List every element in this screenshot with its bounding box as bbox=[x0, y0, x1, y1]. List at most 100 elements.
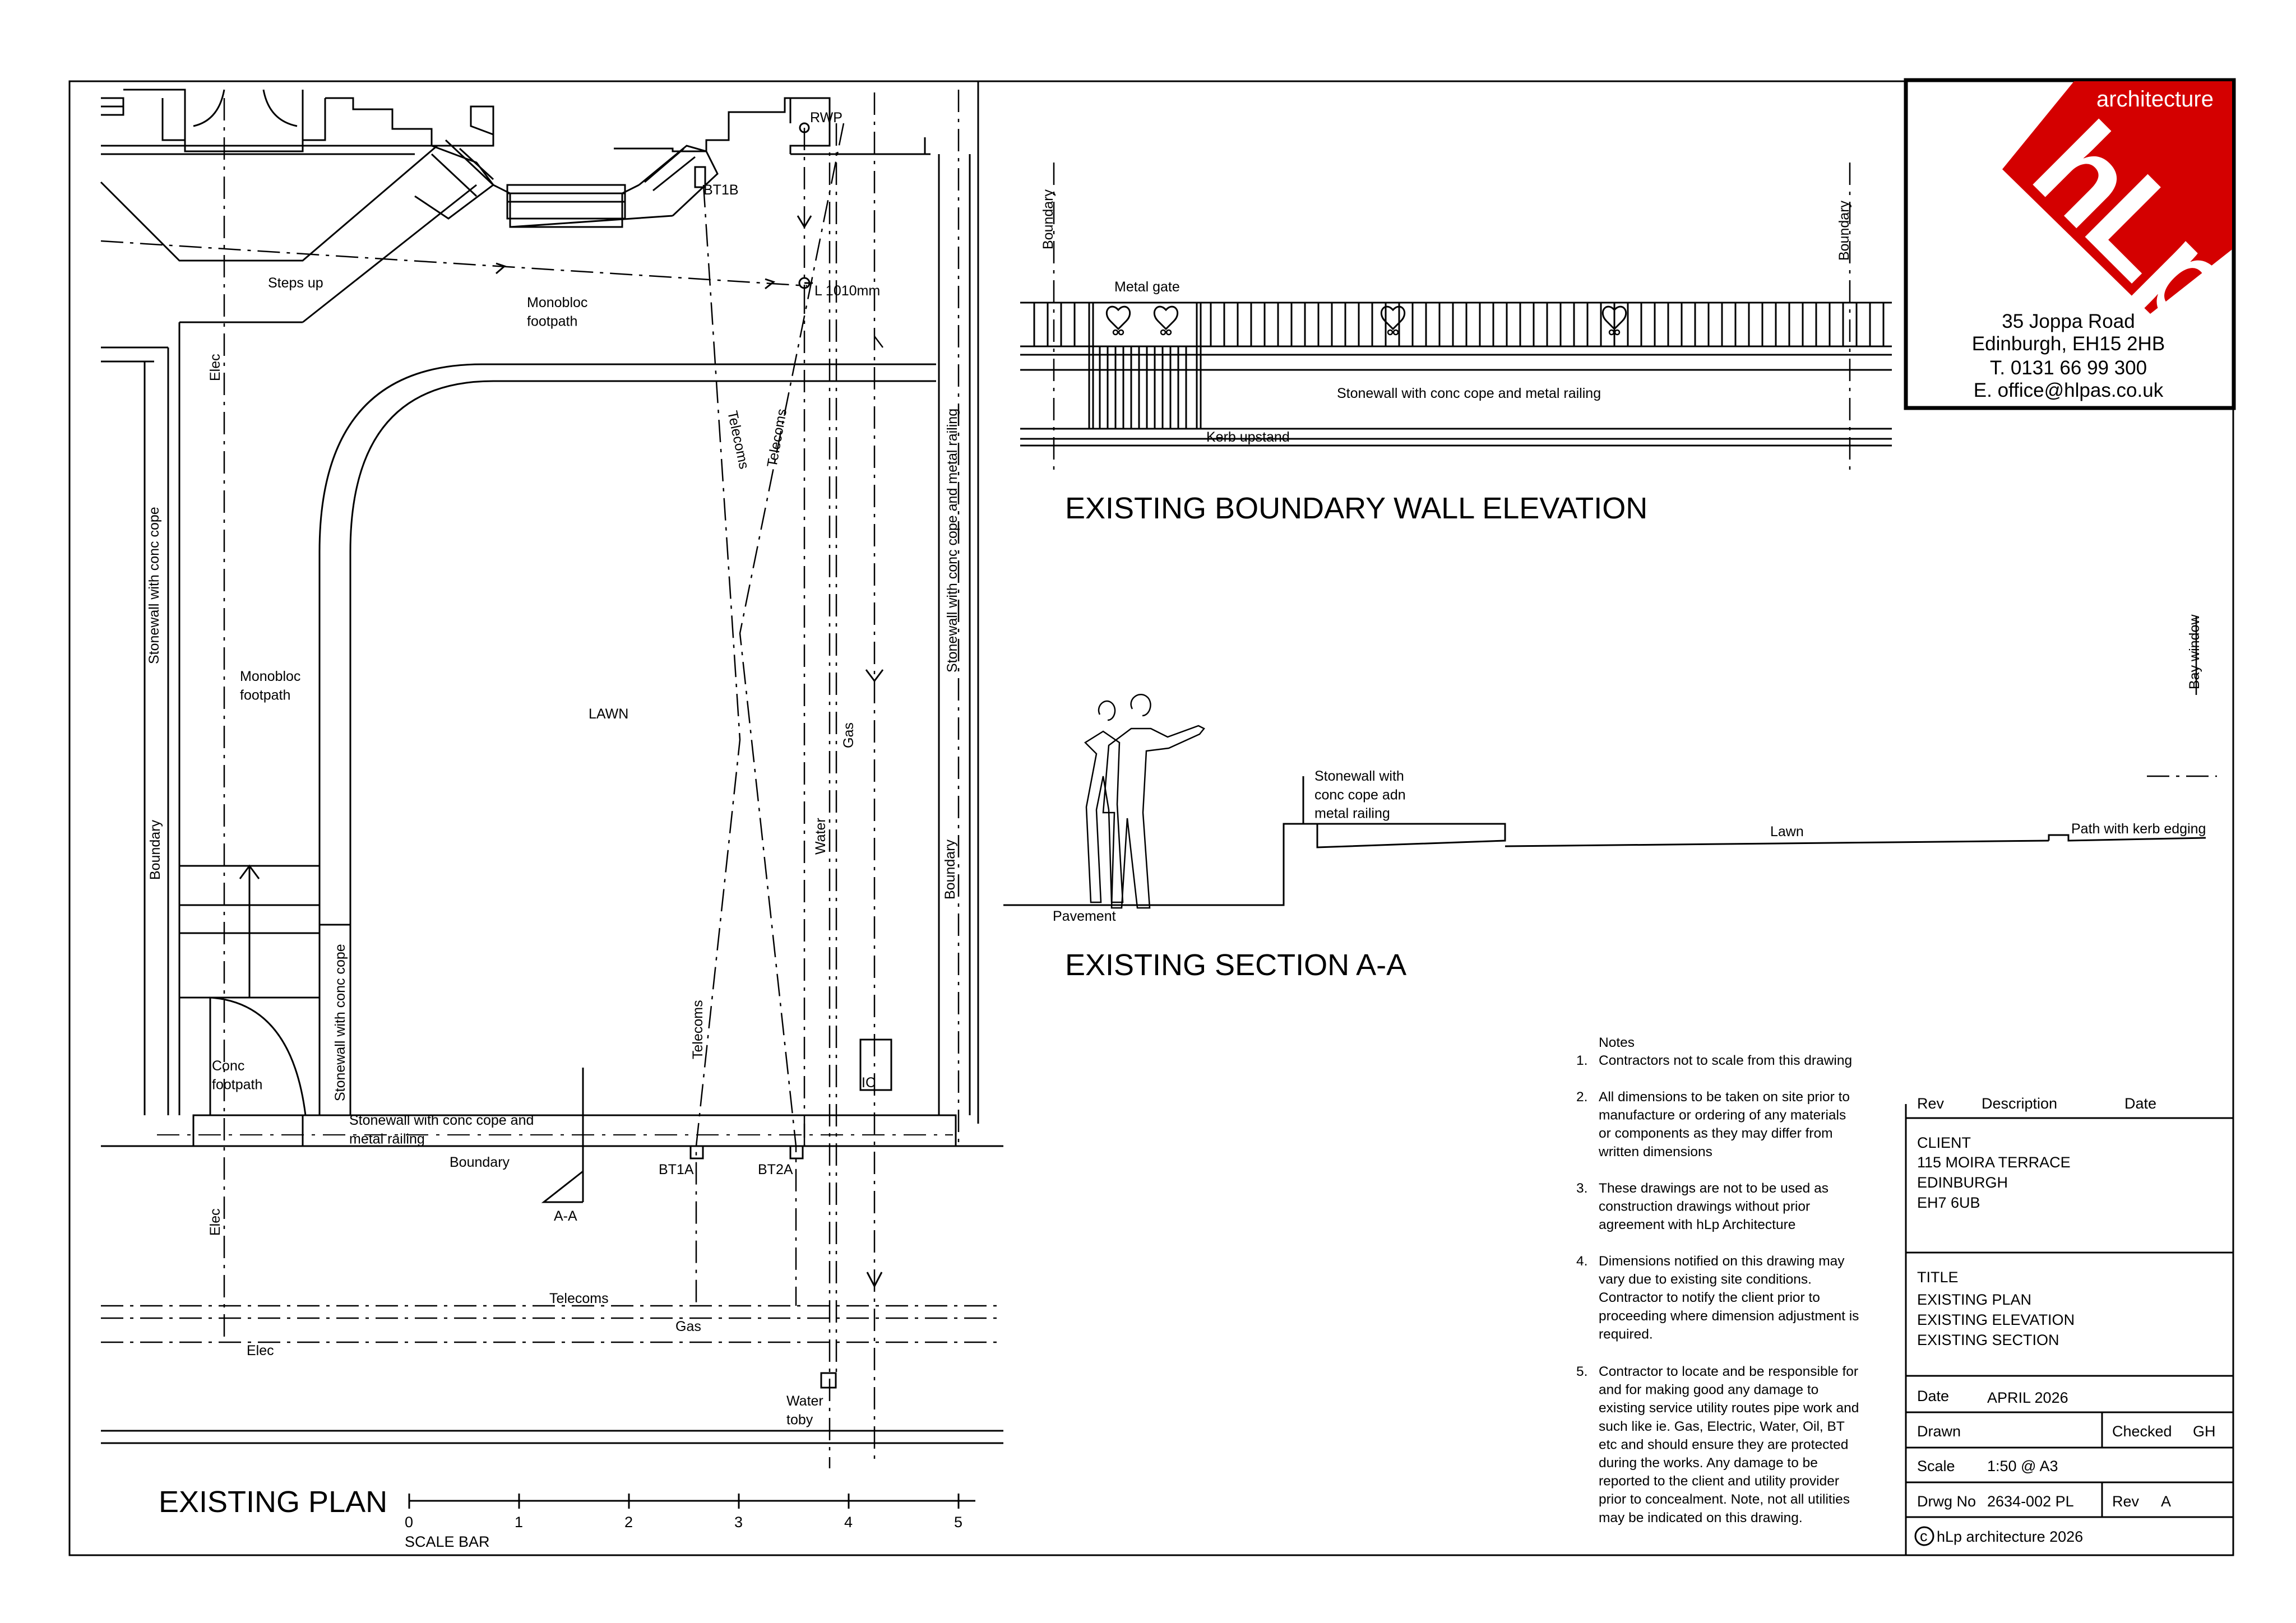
section-title: EXISTING SECTION A-A bbox=[1065, 948, 1406, 982]
label-telecoms-h: Telecoms bbox=[549, 1291, 609, 1306]
scale-tick-2: 2 bbox=[624, 1514, 633, 1531]
tb-scale-label: Scale bbox=[1917, 1458, 1955, 1474]
bay-windows bbox=[414, 139, 719, 228]
title-block-text: Rev Description Date CLIENT 115 MOIRA TE… bbox=[1917, 1095, 2216, 1545]
existing-plan bbox=[100, 89, 1003, 1444]
elevation-title: EXISTING BOUNDARY WALL ELEVATION bbox=[1065, 491, 1647, 525]
title-block bbox=[1905, 1104, 2234, 1555]
notes: Notes 1. Contractors not to scale from t… bbox=[1576, 1035, 1859, 1525]
label-lawn: LAWN bbox=[589, 706, 628, 722]
service-lines bbox=[100, 90, 1003, 1468]
tb-drawn-label: Drawn bbox=[1917, 1423, 1961, 1440]
scale-tick-3: 3 bbox=[734, 1514, 743, 1531]
scale-tick-4: 4 bbox=[844, 1514, 853, 1531]
label-telecoms-d2: Telecoms bbox=[764, 407, 790, 469]
tb-checked-value: GH bbox=[2193, 1423, 2216, 1440]
sheet-border bbox=[68, 80, 2234, 1556]
label-boundary-bottom: Boundary bbox=[450, 1154, 510, 1170]
logo-box: architecture hLp 35 Joppa Road Edinburgh… bbox=[1904, 78, 2266, 410]
tb-checked-label: Checked bbox=[2112, 1423, 2172, 1440]
tb-scale-value: 1:50 @ A3 bbox=[1987, 1458, 2058, 1474]
label-steps-up: Steps up bbox=[268, 275, 323, 291]
label-metal-gate: Metal gate bbox=[1114, 279, 1180, 295]
boundary-wall-elevation bbox=[1020, 163, 1892, 476]
label-bay-window: Bay window bbox=[2187, 614, 2202, 689]
label-boundary-right: Boundary bbox=[942, 839, 958, 899]
section-a-a bbox=[1003, 616, 2217, 909]
label-telecoms-d3: Telecoms bbox=[690, 1000, 706, 1059]
tb-rev-head: Rev bbox=[1917, 1095, 1945, 1112]
elevation-labels: Boundary Boundary Metal gate Stonewall w… bbox=[1040, 189, 1852, 445]
brand-phone: T. 0131 66 99 300 bbox=[1990, 357, 2147, 379]
scale-bar: 0 1 2 3 4 5 SCALE BAR bbox=[405, 1494, 975, 1550]
brand-address-1: 35 Joppa Road bbox=[2002, 310, 2135, 332]
label-section-lawn: Lawn bbox=[1770, 824, 1804, 840]
label-pavement: Pavement bbox=[1053, 908, 1116, 924]
copyright-icon: c bbox=[1920, 1528, 1928, 1545]
tb-rev-label: Rev bbox=[2112, 1493, 2140, 1510]
label-elec-v2: Elec bbox=[207, 1208, 223, 1236]
label-telecoms-d1: Telecoms bbox=[724, 409, 752, 470]
tb-rev-value: A bbox=[2161, 1493, 2171, 1510]
label-section-path: Path with kerb edging bbox=[2071, 821, 2206, 837]
label-rwp: RWP bbox=[810, 110, 843, 126]
note-num-3: 3. bbox=[1576, 1181, 1587, 1196]
label-elev-boundary-l: Boundary bbox=[1040, 189, 1056, 249]
label-elev-stonewall: Stonewall with conc cope and metal raili… bbox=[1337, 386, 1601, 401]
tb-desc-head: Description bbox=[1982, 1095, 2057, 1112]
label-ic: IC bbox=[862, 1075, 876, 1091]
tb-title-label: TITLE bbox=[1917, 1269, 1959, 1286]
scale-tick-5: 5 bbox=[954, 1514, 962, 1531]
label-bt1b: BT1B bbox=[703, 182, 739, 198]
brand-address-2: Edinburgh, EH15 2HB bbox=[1972, 333, 2165, 355]
note-text-1: Contractors not to scale from this drawi… bbox=[1599, 1053, 1852, 1068]
plan-title: EXISTING PLAN bbox=[159, 1485, 387, 1519]
brand-word: architecture bbox=[2096, 87, 2214, 112]
note-num-2: 2. bbox=[1576, 1089, 1587, 1105]
label-section-mark: A-A bbox=[554, 1208, 577, 1224]
logo-red-block bbox=[2002, 81, 2232, 314]
note-text-5: Contractor to locate and be responsible … bbox=[1599, 1364, 1859, 1525]
note-num-1: 1. bbox=[1576, 1053, 1587, 1068]
label-bt1a: BT1A bbox=[659, 1162, 694, 1177]
note-num-5: 5. bbox=[1576, 1364, 1587, 1379]
label-gas-v: Gas bbox=[841, 722, 857, 748]
tb-copyright: hLp architecture 2026 bbox=[1937, 1528, 2083, 1545]
label-stonewall-inner: Stonewall with conc cope bbox=[332, 944, 348, 1101]
label-boundary-left: Boundary bbox=[147, 819, 163, 880]
flow-arrows bbox=[496, 215, 884, 1288]
notes-heading: Notes bbox=[1599, 1035, 1635, 1050]
scale-tick-1: 1 bbox=[515, 1514, 523, 1531]
label-bt2a: BT2A bbox=[758, 1162, 793, 1177]
tb-drwg-value: 2634-002 PL bbox=[1987, 1493, 2074, 1510]
label-gas-h: Gas bbox=[675, 1319, 701, 1334]
tb-drwg-label: Drwg No bbox=[1917, 1493, 1976, 1510]
note-num-4: 4. bbox=[1576, 1254, 1587, 1269]
stair-block bbox=[178, 864, 320, 1116]
label-level: L 1010mm bbox=[814, 283, 880, 299]
label-kerb-upstand: Kerb upstand bbox=[1206, 429, 1290, 445]
brand-email: E. office@hlpas.co.uk bbox=[1974, 379, 2164, 401]
label-elec-v1: Elec bbox=[207, 354, 223, 381]
tb-date-value: APRIL 2026 bbox=[1987, 1389, 2068, 1406]
people-figures bbox=[1084, 694, 1205, 909]
label-stonewall-right: Stonewall with conc cope and metal raili… bbox=[945, 409, 960, 673]
tb-date-label: Date bbox=[1917, 1388, 1949, 1404]
label-elev-boundary-r: Boundary bbox=[1836, 200, 1852, 261]
tb-date-head: Date bbox=[2124, 1095, 2156, 1112]
note-text-2: All dimensions to be taken on site prior… bbox=[1598, 1089, 1850, 1160]
scale-bar-label: SCALE BAR bbox=[405, 1533, 490, 1550]
label-elec-h: Elec bbox=[247, 1343, 274, 1358]
